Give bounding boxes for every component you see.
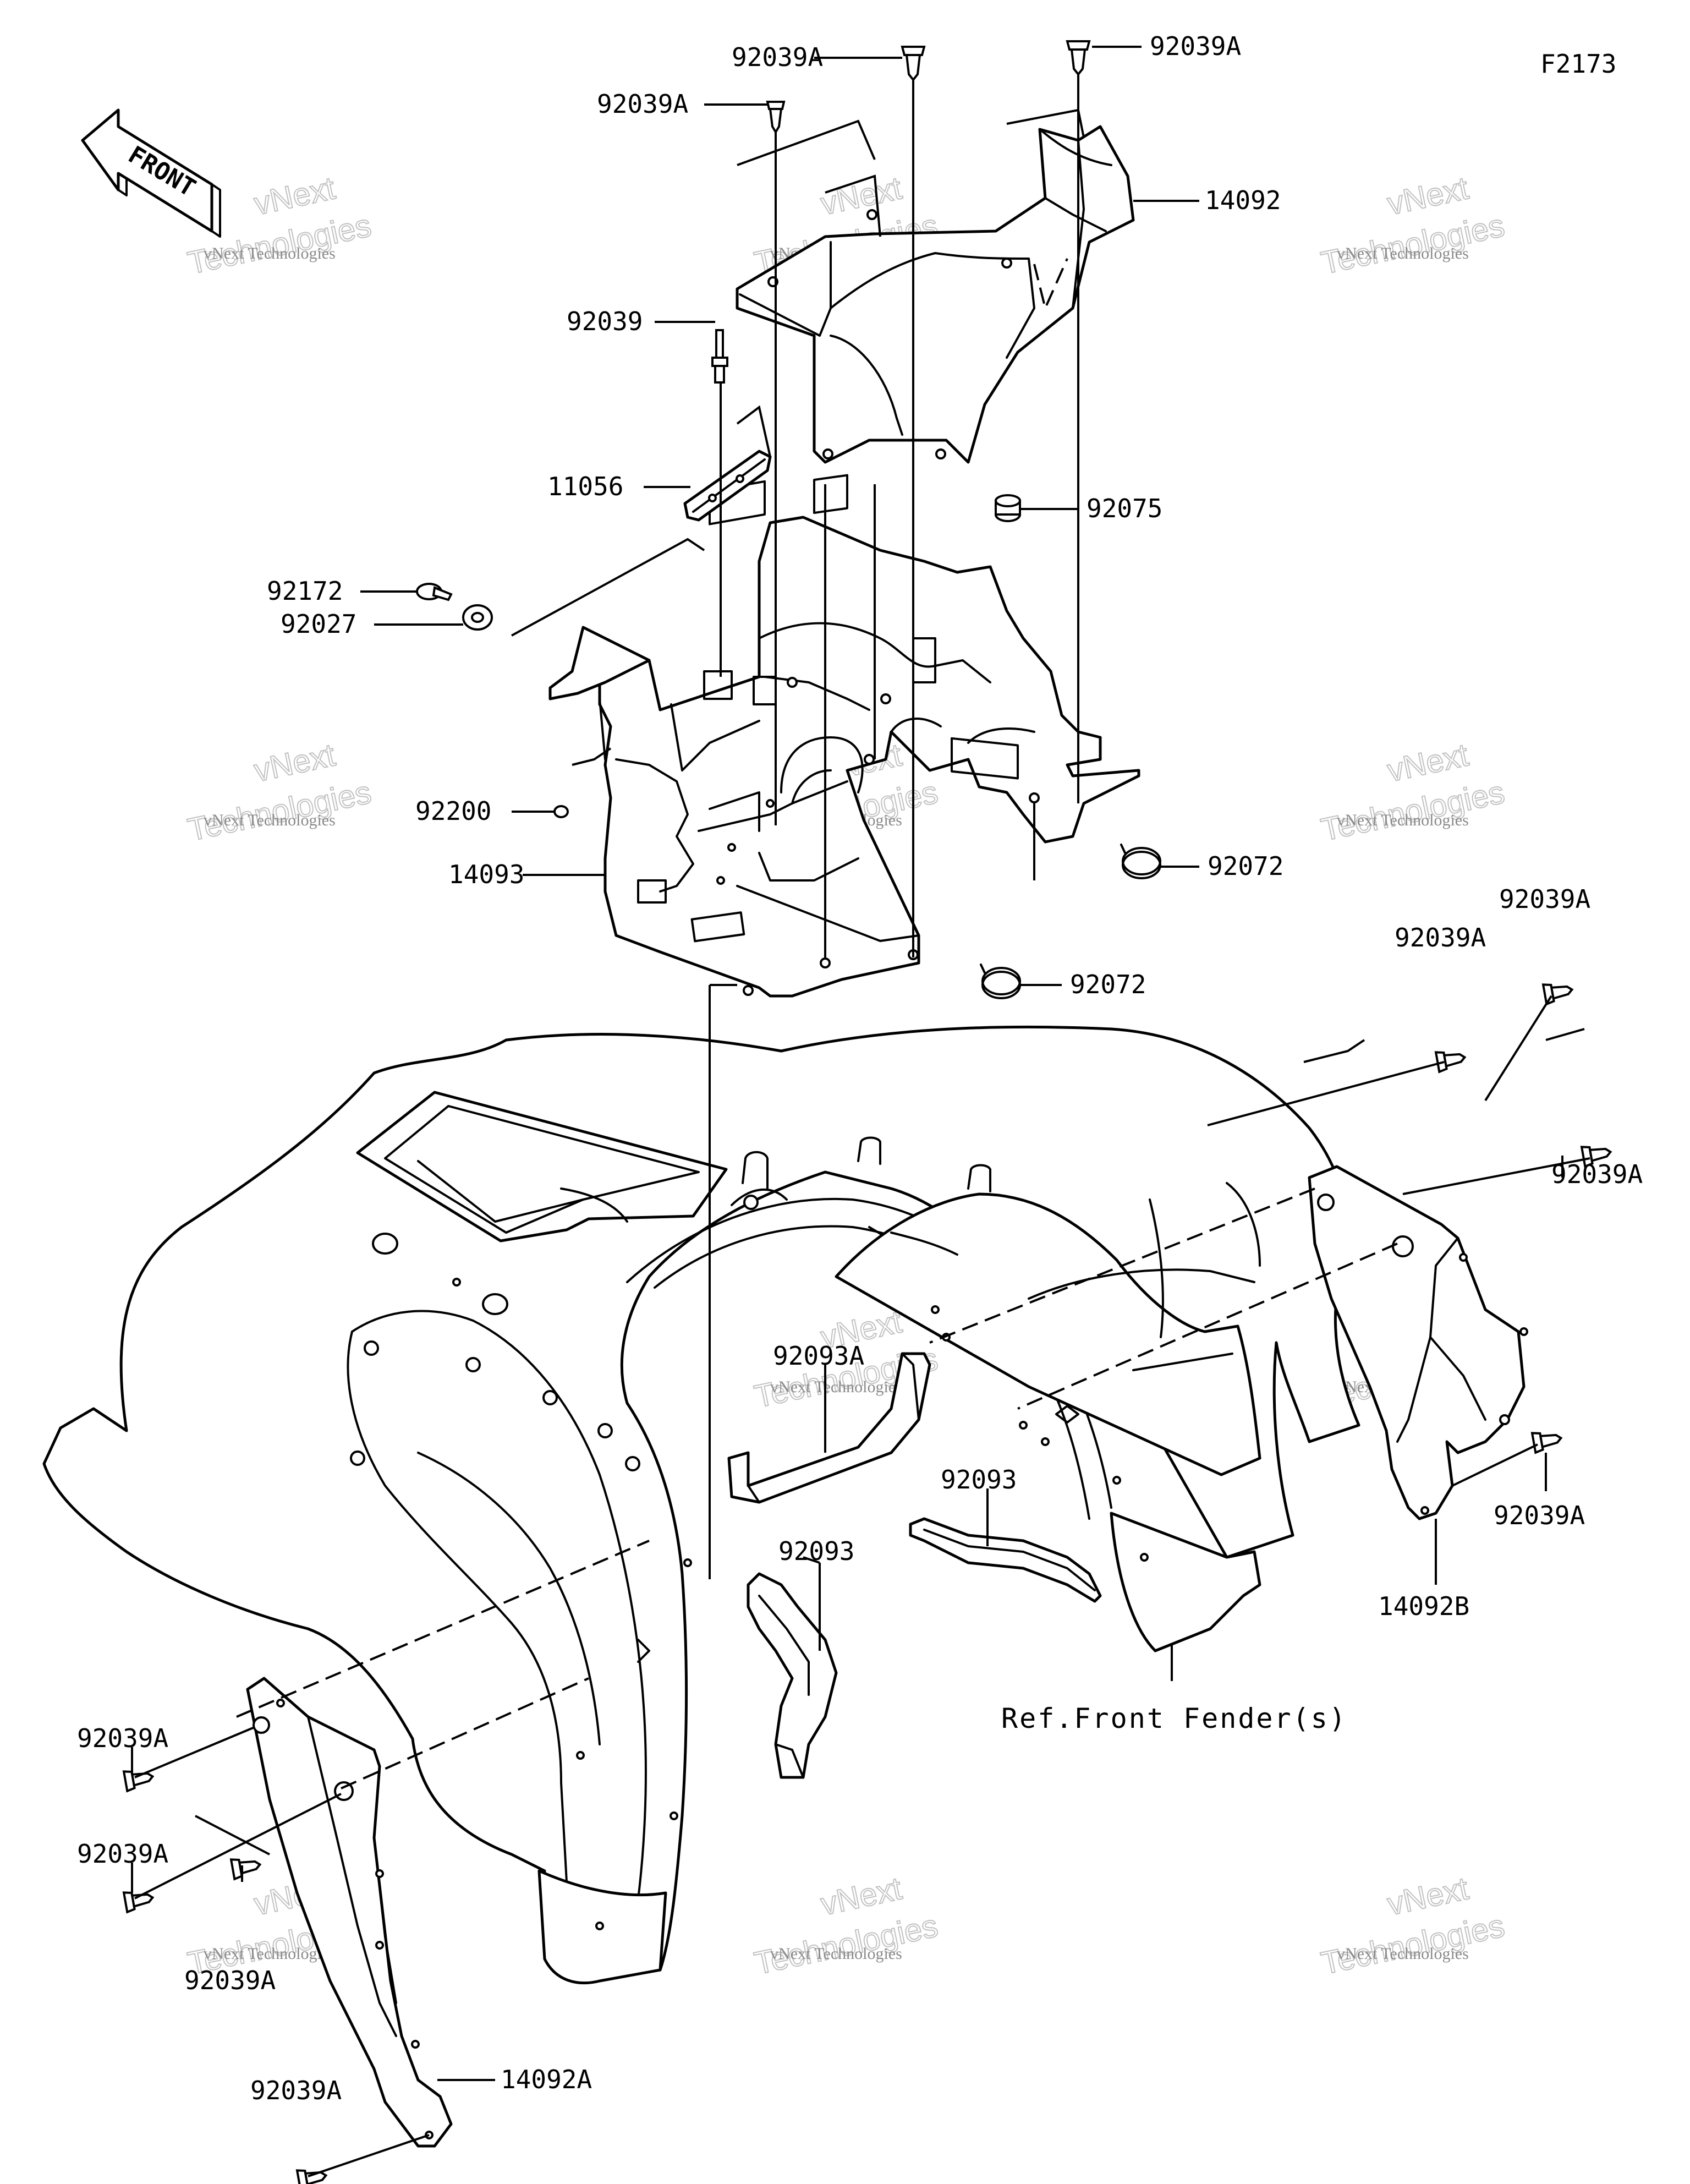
front-fender-body xyxy=(42,1025,1360,1985)
part-14092-upper-cover xyxy=(736,125,1135,464)
callout-92039A-left-upper: 92039A xyxy=(77,1723,168,1753)
clamp-92072-lower xyxy=(980,964,1021,999)
watermark: vNext Technologies xyxy=(1318,169,1508,282)
callout-92072-lower: 92072 xyxy=(1070,970,1146,999)
clip-92039A-right-upper xyxy=(1434,1051,1467,1074)
clip-92039A-top-middle xyxy=(901,46,926,82)
clip-92039A-left-bottom xyxy=(295,2169,328,2184)
part-14093-inner-panel xyxy=(548,474,1140,998)
watermark-small: vNext Technologies xyxy=(1337,244,1469,262)
watermark: vNext Technologies xyxy=(1318,1870,1508,1982)
callout-92039A-right-lower: 92039A xyxy=(1494,1501,1585,1530)
clip-92039A-right-middle xyxy=(1580,1146,1612,1168)
callout-92039A-left-bottom: 92039A xyxy=(250,2076,342,2105)
watermark-small: vNext Technologies xyxy=(770,1945,902,1963)
callout-92039A-left-lower: 92039A xyxy=(77,1839,168,1869)
part-14092B-right-flap xyxy=(1308,1165,1528,1520)
part-92093-strip-left xyxy=(747,1572,838,1779)
callout-14093: 14093 xyxy=(448,860,524,889)
watermark-line1: vNext xyxy=(1384,170,1472,222)
nut-92075 xyxy=(995,494,1021,522)
watermark-small: vNext Technologies xyxy=(1337,811,1469,829)
callouts: 92039A 92039A 92039A 14092 92039 11056 9… xyxy=(77,31,1643,2105)
callout-92075: 92075 xyxy=(1087,494,1162,523)
clip-92039A-top-right xyxy=(1066,40,1091,76)
watermark-line1: vNext xyxy=(1384,737,1472,789)
watermark: vNext Technologies xyxy=(184,736,375,849)
watermark-line1: vNext xyxy=(251,170,338,222)
callout-92172: 92172 xyxy=(267,576,343,606)
watermark-small: vNext Technologies xyxy=(204,1945,336,1963)
callout-92039A-top-middle: 92039A xyxy=(732,42,823,72)
callout-14092A: 14092A xyxy=(501,2065,592,2094)
clip-92039A-top-left xyxy=(766,101,786,134)
callout-92039A-right-top: 92039A xyxy=(1499,884,1590,914)
watermark: vNext Technologies xyxy=(1318,736,1508,849)
callout-92039A-top-left: 92039A xyxy=(597,89,688,119)
part-11056-bracket xyxy=(683,450,772,522)
clamp-92072-upper xyxy=(1120,844,1161,879)
watermark-line1: vNext xyxy=(1384,1870,1472,1922)
washer-92027 xyxy=(462,604,493,631)
rivet-92039 xyxy=(711,329,728,384)
screw-92172 xyxy=(416,583,453,601)
front-direction-arrow: FRONT xyxy=(81,108,221,238)
watermark: vNext Technologies xyxy=(751,1870,942,1982)
callout-92093A: 92093A xyxy=(773,1341,864,1371)
part-92093A-strip xyxy=(727,1352,931,1504)
watermark-small: vNext Technologies xyxy=(204,811,336,829)
leader-lines xyxy=(131,46,1590,2177)
callout-92027: 92027 xyxy=(281,609,356,639)
callout-92039A-left-middle: 92039A xyxy=(184,1966,276,1995)
callout-11056: 11056 xyxy=(547,472,623,501)
drawing-id: F2173 xyxy=(1540,49,1616,79)
dashed-projection-lines xyxy=(236,1187,1398,1789)
watermark-small: vNext Technologies xyxy=(1337,1945,1469,1963)
clip-92039A-left-middle xyxy=(229,1858,262,1881)
callout-92039: 92039 xyxy=(567,306,643,336)
clip-92039A-right-top xyxy=(1541,983,1574,1006)
callout-92039A-right-upper: 92039A xyxy=(1395,923,1486,953)
part-14092A-left-flap xyxy=(246,1677,453,2148)
callout-14092B: 14092B xyxy=(1378,1591,1469,1621)
clip-92039A-right-lower xyxy=(1530,1432,1563,1454)
nut-92200 xyxy=(553,805,569,818)
callout-92200: 92200 xyxy=(415,796,491,826)
watermark-line1: vNext xyxy=(251,737,338,789)
callout-92093-right: 92093 xyxy=(941,1465,1017,1495)
watermark-line1: vNext xyxy=(817,1870,905,1922)
callout-14092: 14092 xyxy=(1205,185,1281,215)
watermark-small: vNext Technologies xyxy=(770,1378,902,1396)
callout-92093-left: 92093 xyxy=(778,1536,854,1566)
callout-92072-upper: 92072 xyxy=(1208,851,1283,881)
reference-note: Ref.Front Fender(s) xyxy=(1001,1703,1347,1734)
callout-92039A-right-middle: 92039A xyxy=(1551,1159,1643,1189)
watermark-small: vNext Technologies xyxy=(204,244,336,262)
watermark-line1: vNext xyxy=(817,170,905,222)
callout-92039A-top-right: 92039A xyxy=(1150,31,1241,61)
part-92093-strip-right xyxy=(909,1517,1102,1603)
